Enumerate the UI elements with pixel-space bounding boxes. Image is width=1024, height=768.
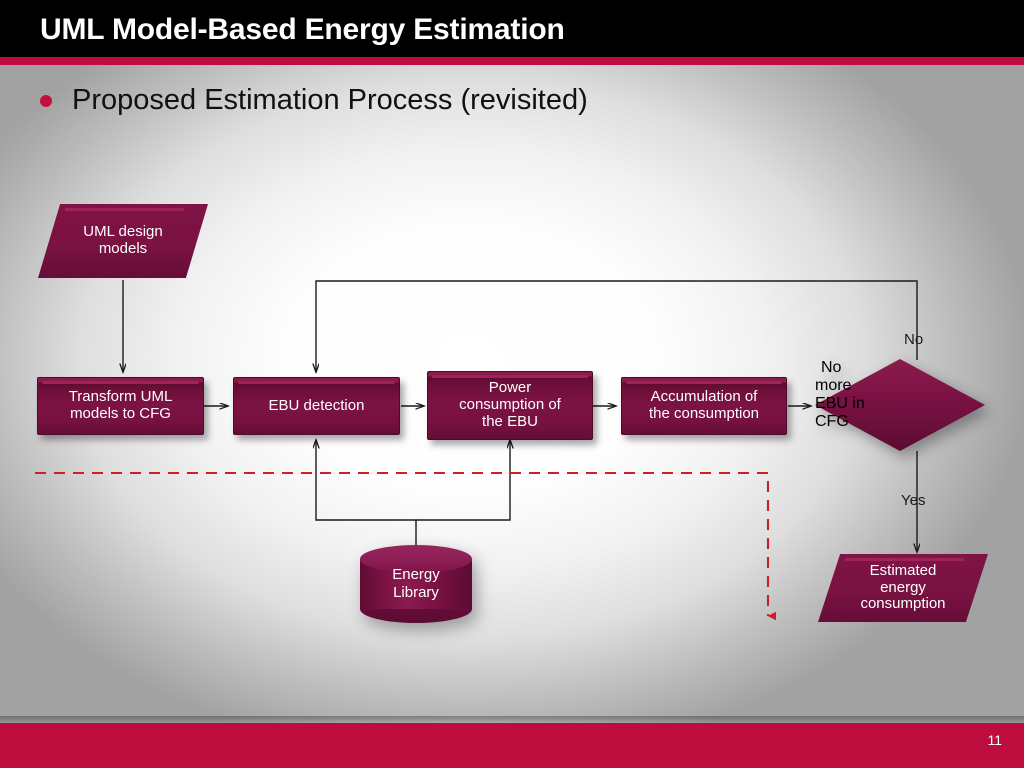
slide-number: 11 — [987, 732, 1002, 748]
title-bar — [0, 0, 1024, 57]
page-title: UML Model-Based Energy Estimation — [40, 13, 565, 46]
edge-label-yes: Yes — [901, 492, 926, 509]
bullet-text: Proposed Estimation Process (revisited) — [72, 84, 588, 116]
node-label: EBU detection — [268, 396, 365, 414]
bullet-row: Proposed Estimation Process (revisited) — [40, 84, 588, 117]
node-ebu-detection[interactable]: EBU detection — [233, 377, 400, 435]
title-accent-stripe — [0, 57, 1024, 65]
edge-label-no: No — [904, 331, 924, 348]
node-top-highlight — [65, 208, 185, 211]
footer-bar — [0, 723, 1024, 768]
node-top-highlight — [845, 558, 965, 561]
footer-shadow — [0, 716, 1024, 723]
bullet-dot-icon — [40, 94, 52, 107]
cylinder-top — [360, 545, 472, 573]
